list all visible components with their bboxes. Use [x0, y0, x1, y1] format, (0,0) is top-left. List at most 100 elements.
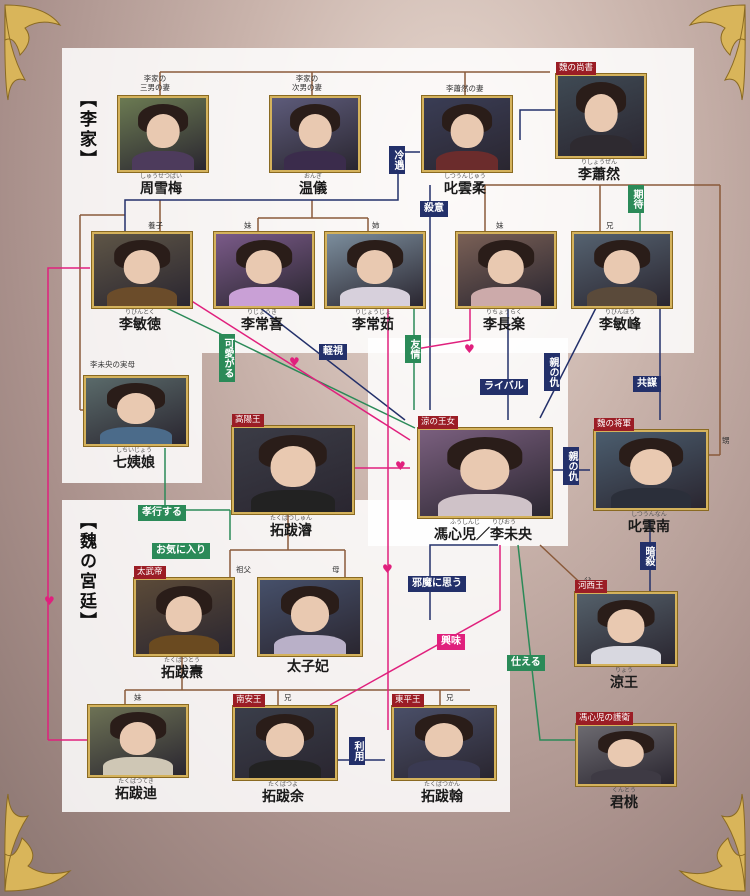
heart-icon: ♥	[464, 342, 475, 356]
ornament-top-right	[688, 4, 746, 101]
portrait-xinger	[418, 428, 552, 518]
ruby-liang: りょう	[614, 667, 633, 674]
body-shape	[132, 151, 194, 170]
face-shape	[607, 609, 645, 643]
ruby-tuodao: たくばつとう	[163, 657, 200, 664]
ruby-wen: おんぎ	[303, 173, 322, 180]
ruby-tuoyu: たくばつよ	[267, 781, 298, 788]
face-shape	[291, 596, 329, 632]
portrait-tuohan	[392, 706, 496, 780]
portrait-tuojun	[232, 426, 354, 514]
label-xiaoxing: 孝行する	[138, 505, 186, 521]
portrait-changru	[325, 232, 425, 308]
face-shape	[266, 723, 304, 757]
note-li-third-wife: 李家の 三男の妻	[140, 74, 170, 92]
body-shape	[340, 287, 410, 306]
title-tag-tuohan: 東平王	[392, 694, 424, 707]
portrait-mingde	[92, 232, 192, 308]
portrait-juntao	[576, 724, 676, 786]
name-tuodi: 拓跋迪	[115, 786, 157, 802]
note-younger-sister: 妹	[244, 221, 252, 230]
portrait-changle	[456, 232, 556, 308]
body-shape	[591, 768, 661, 784]
note-heir: 養子	[148, 221, 163, 230]
ruby-qiyi: しちいじょう	[115, 447, 152, 454]
label-qinchou2: 親の仇	[563, 447, 579, 485]
body-shape	[249, 759, 321, 778]
portrait-tuoyu	[233, 706, 337, 780]
name-tuoyu: 拓跋余	[262, 789, 304, 805]
wei-court-title: 【魏の宮廷】	[76, 512, 96, 632]
name-xinger: 馮心児／李未央	[434, 527, 532, 543]
portrait-tuodi	[88, 705, 188, 777]
label-liyong: 利用	[349, 737, 365, 765]
name-liang: 涼王	[610, 675, 638, 691]
face-shape	[425, 723, 463, 757]
name-tuohan: 拓跋翰	[421, 789, 463, 805]
label-rival: ライバル	[480, 379, 528, 395]
face-shape	[119, 721, 157, 755]
body-shape	[587, 287, 657, 306]
body-shape	[100, 426, 172, 444]
portrait-taizi	[258, 578, 362, 656]
ruby-juntao: くんとう	[611, 787, 636, 794]
body-shape	[438, 493, 532, 516]
title-tag-tuoyu: 南安王	[233, 694, 265, 707]
name-shiyun: 叱雲南	[628, 519, 670, 535]
note-sister2: 妹	[496, 221, 504, 230]
note-bro2: 兄	[284, 693, 292, 702]
name-juntao: 君桃	[610, 795, 638, 811]
label-ansha: 暗殺	[640, 542, 656, 570]
face-shape	[298, 113, 332, 149]
title-tag-lixiao: 魏の尚書	[556, 62, 597, 75]
name-changle: 李長楽	[483, 317, 525, 333]
family-lines	[79, 71, 721, 705]
label-qingshi: 軽視	[319, 344, 347, 360]
heart-icon: ♥	[395, 459, 406, 473]
label-xiemo: 邪魔に思う	[408, 576, 466, 592]
name-lixiao: 李蕭然	[578, 167, 620, 183]
ruby-changle: りちょうらく	[485, 309, 522, 316]
face-shape	[603, 249, 641, 285]
title-tag-liang: 河西王	[575, 580, 607, 593]
label-shayi: 殺意	[420, 201, 448, 217]
note-uncle: 甥	[722, 436, 730, 445]
body-shape	[229, 287, 299, 306]
name-tuodao: 拓跋燾	[161, 665, 203, 681]
portrait-changxi	[214, 232, 314, 308]
name-changxi: 李常喜	[241, 317, 283, 333]
name-qiyi: 七姨娘	[113, 455, 155, 471]
ruby-tuodi: たくばつてき	[118, 778, 154, 785]
ruby-tuohan: たくばつかん	[423, 781, 460, 788]
body-shape	[590, 645, 662, 664]
name-shi: 叱雲柔	[444, 181, 486, 197]
note-sis3: 妹	[134, 693, 142, 702]
note-li-xiaoran-wife: 李蕭然の妻	[446, 84, 484, 93]
label-gongmou: 共謀	[633, 376, 661, 392]
face-shape	[270, 446, 316, 487]
note-brother: 兄	[606, 221, 614, 230]
name-taizi: 太子妃	[287, 659, 329, 675]
face-shape	[245, 249, 283, 285]
name-mingde: 李敏徳	[119, 317, 161, 333]
label-keai: 可愛がる	[219, 334, 235, 382]
note-elder-sister: 姉	[372, 221, 380, 230]
face-shape	[460, 448, 510, 491]
face-shape	[123, 249, 161, 285]
heart-icon: ♥	[44, 594, 55, 608]
face-shape	[356, 249, 394, 285]
title-tag-shiyun: 魏の将軍	[594, 418, 635, 431]
body-shape	[471, 287, 541, 306]
label-shi: 仕える	[507, 655, 545, 671]
label-qidai: 期待	[628, 185, 644, 213]
face-shape	[630, 448, 672, 486]
ruby-shi: しつうんじゅう	[444, 173, 486, 180]
ornament-top-left	[4, 4, 62, 101]
ruby-tuojun: たくばつしゅん	[269, 515, 312, 522]
portrait-liang	[575, 592, 677, 666]
face-shape	[607, 738, 645, 767]
portrait-shi	[422, 96, 512, 172]
portrait-zhou	[118, 96, 208, 172]
portrait-qiyi	[84, 376, 188, 446]
